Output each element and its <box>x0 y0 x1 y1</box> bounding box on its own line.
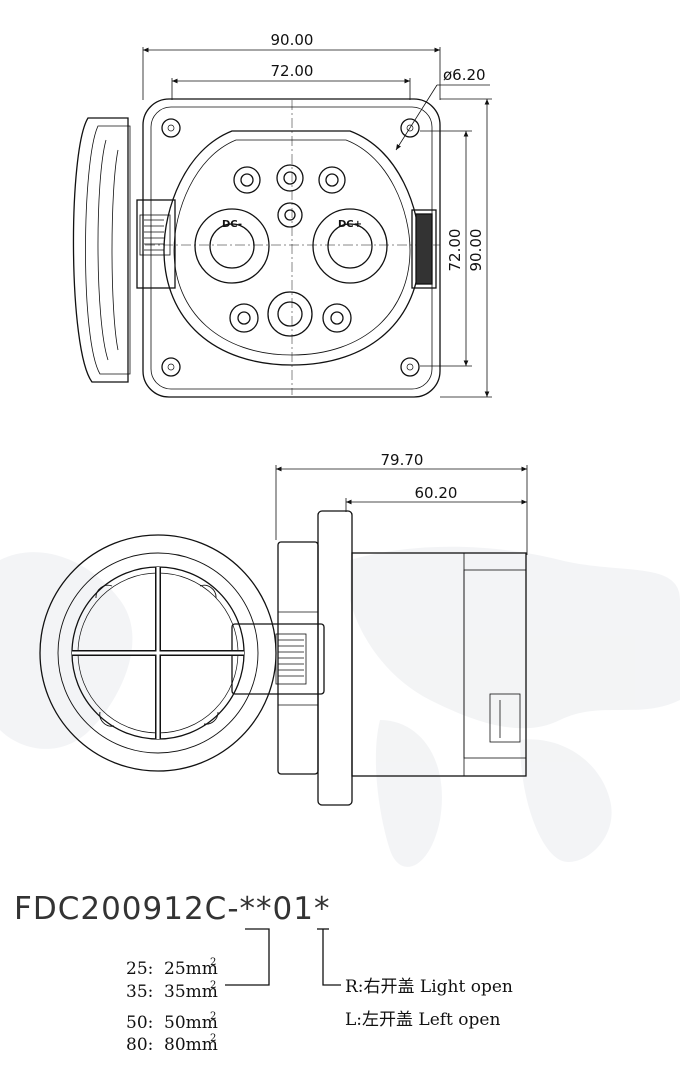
cover-options: R:右开盖 Light open L:左开盖 Left open <box>345 977 513 1030</box>
cable-option-code: 50: <box>126 1013 153 1033</box>
front-view <box>72 47 492 398</box>
option-leaders <box>225 928 341 986</box>
dim-height-outer: 90.00 <box>467 229 485 272</box>
dim-width-inner: 72.00 <box>271 62 314 80</box>
dim-hole-diameter: ø6.20 <box>443 66 486 84</box>
cable-option-code: 25: <box>126 959 153 979</box>
world-map-watermark <box>0 546 680 867</box>
dim-depth-body: 60.20 <box>415 484 458 502</box>
model-code: FDC200912C-**01* <box>14 891 330 927</box>
cover-option-right: R:右开盖 Light open <box>345 977 513 997</box>
cable-option-value: 35mm <box>164 982 218 1002</box>
cable-option-sup: 2 <box>210 1011 216 1022</box>
dim-height-inner: 72.00 <box>446 229 464 272</box>
cable-option-sup: 2 <box>210 957 216 968</box>
side-view <box>39 465 528 806</box>
cable-option-value: 25mm <box>164 959 218 979</box>
pin-label-dc-minus: DC- <box>222 219 242 230</box>
cable-option-value: 80mm <box>164 1035 218 1055</box>
cover-option-left: L:左开盖 Left open <box>345 1010 500 1030</box>
cable-options: 25: 25mm 2 35: 35mm 2 50: 50mm 2 80: 80m… <box>126 957 218 1055</box>
cable-option-sup: 2 <box>210 980 216 991</box>
dim-depth-total: 79.70 <box>381 451 424 469</box>
cable-option-code: 80: <box>126 1035 153 1055</box>
cable-option-value: 50mm <box>164 1013 218 1033</box>
dim-width-outer: 90.00 <box>271 31 314 49</box>
pin-label-dc-plus: DC+ <box>338 219 362 230</box>
cable-option-sup: 2 <box>210 1033 216 1044</box>
cable-option-code: 35: <box>126 982 153 1002</box>
